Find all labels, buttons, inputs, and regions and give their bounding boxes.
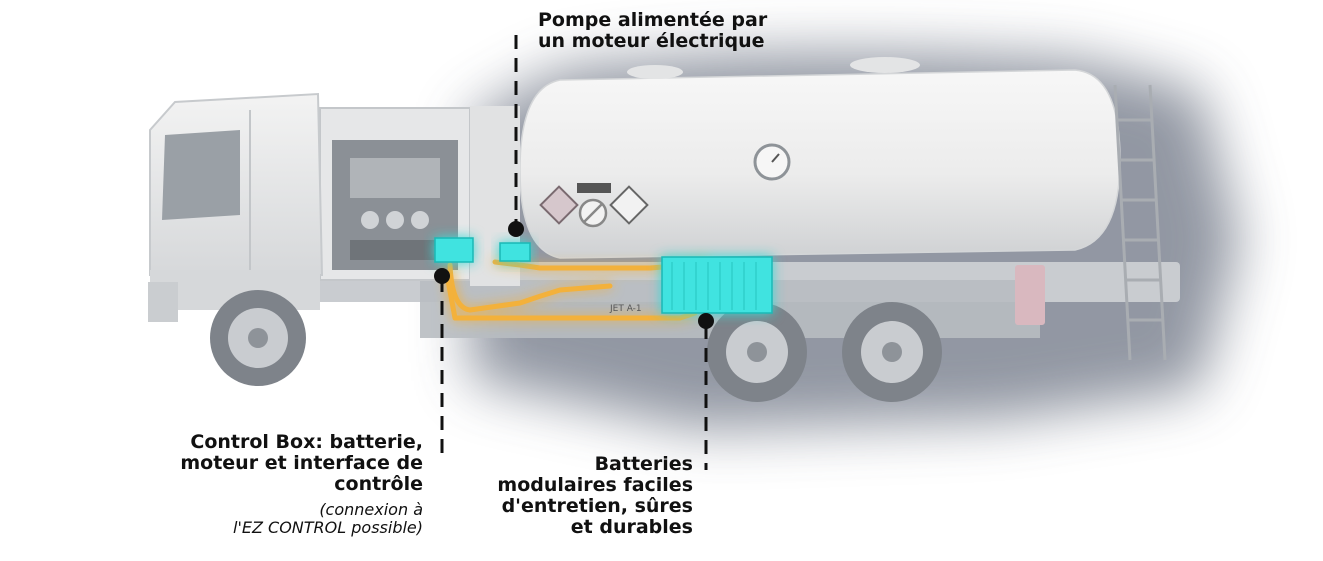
control-box-label-line: moteur et interface de <box>180 452 423 474</box>
tank <box>519 57 1121 259</box>
truck-cab <box>148 92 324 322</box>
batteries-label-line: Batteries <box>594 453 693 475</box>
pump-cabinet <box>319 106 520 286</box>
control-box-note-line: (connexion à <box>319 500 423 519</box>
jet-a1-sign: JET A-1 <box>609 304 642 314</box>
pump-label: Pompe alimentée par un moteur électrique <box>538 10 767 52</box>
batteries-label-line: d'entretien, sûres <box>501 495 693 517</box>
batteries-label-line: modulaires faciles <box>497 474 693 496</box>
hazard-signs <box>539 183 649 228</box>
control-box-label-line: contrôle <box>334 473 423 495</box>
control-box-note-line: l'EZ CONTROL possible) <box>233 518 423 537</box>
control-box-label-line: Control Box: batterie, <box>190 431 423 453</box>
battery-pack <box>661 256 773 314</box>
rear-ladder <box>1113 84 1167 361</box>
control-box-note: (connexion à l'EZ CONTROL possible) <box>180 501 423 537</box>
pump-marker-dot <box>508 221 524 237</box>
electric-pump-motor <box>499 242 531 262</box>
pump-label-line: un moteur électrique <box>538 30 765 52</box>
leader-lines <box>440 35 708 470</box>
control-box-label: Control Box: batterie, moteur et interfa… <box>180 432 423 537</box>
batteries-label-line: et durables <box>570 516 693 538</box>
batteries-label: Batteries modulaires faciles d'entretien… <box>497 454 693 538</box>
rear-box <box>1015 265 1045 325</box>
batteries-marker-dot <box>698 313 714 329</box>
wheels <box>210 290 942 402</box>
control-box <box>434 237 474 263</box>
pump-label-line: Pompe alimentée par <box>538 9 768 31</box>
control-box-marker-dot <box>434 268 450 284</box>
